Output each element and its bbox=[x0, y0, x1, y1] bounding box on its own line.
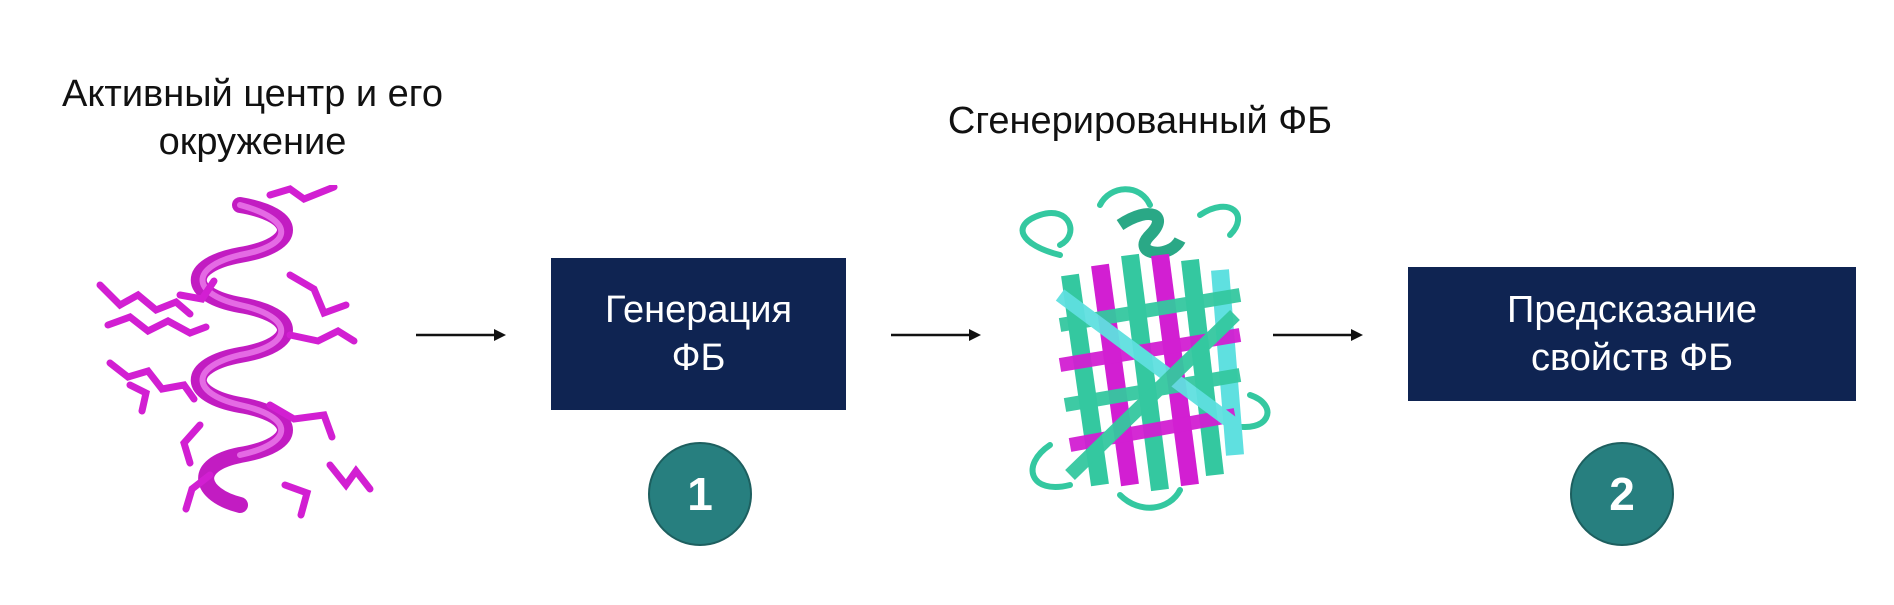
right-arrow-icon bbox=[891, 329, 981, 341]
protein-active-site-icon bbox=[96, 185, 374, 519]
right-arrow-icon bbox=[1273, 329, 1363, 341]
step-number-badge: 1 bbox=[648, 442, 752, 546]
prediction-step-label-line1: Предсказание bbox=[1507, 289, 1757, 331]
prediction-step-box: Предсказание свойств ФБ bbox=[1408, 267, 1856, 401]
generation-step-box: Генерация ФБ bbox=[551, 258, 846, 410]
beta-barrel-protein-icon bbox=[1019, 186, 1271, 511]
right-arrow-icon bbox=[416, 329, 506, 341]
prediction-step-label-line2: свойств ФБ bbox=[1530, 337, 1734, 379]
active-site-caption-line1: Активный центр и его bbox=[62, 73, 443, 115]
generated-fp-caption: Сгенерированный ФБ bbox=[947, 100, 1333, 142]
active-site-caption: Активный центр и его окружение bbox=[30, 70, 475, 166]
generation-step-label-line1: Генерация bbox=[604, 289, 793, 331]
step-number-badge: 2 bbox=[1570, 442, 1674, 546]
active-site-caption-line2: окружение bbox=[158, 121, 347, 163]
generation-step-label-line2: ФБ bbox=[671, 337, 726, 379]
